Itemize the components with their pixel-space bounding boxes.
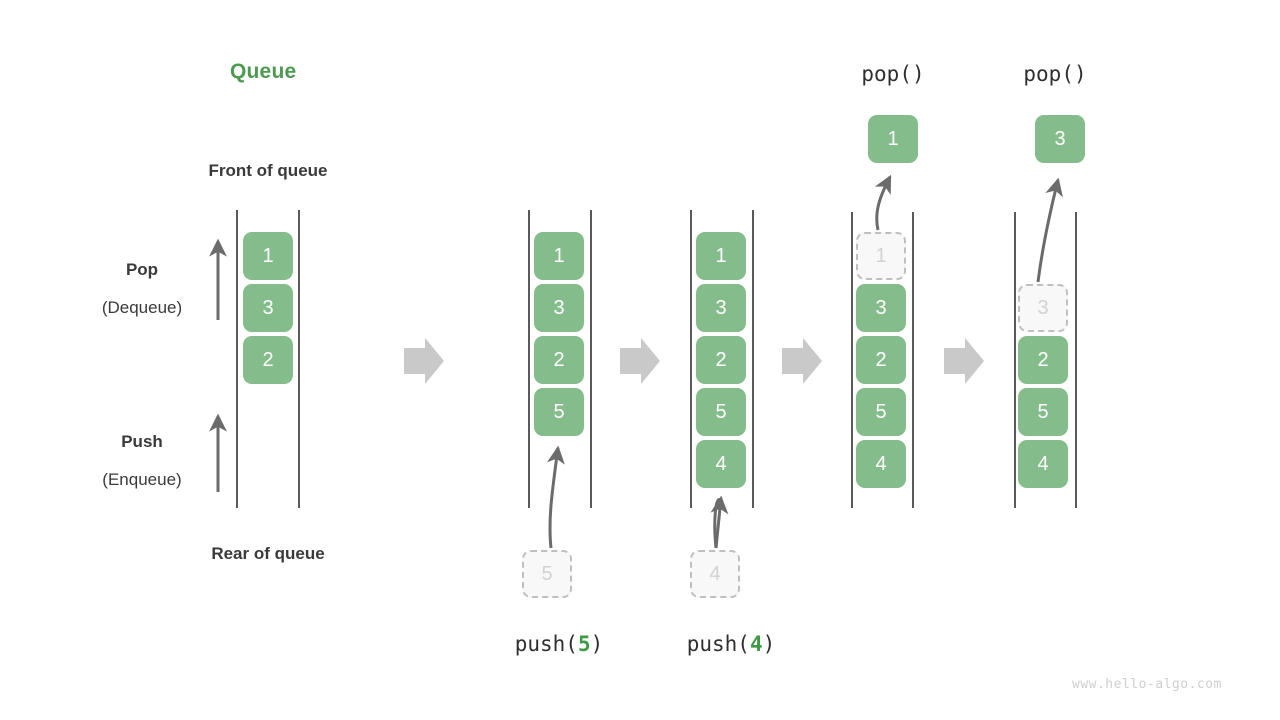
queue-cell: 2 xyxy=(534,336,584,384)
vacated-slot: 1 xyxy=(856,232,906,280)
watermark: www.hello-algo.com xyxy=(1072,677,1222,692)
operation-name: push( xyxy=(686,632,750,656)
operation-label-push4: push(4) xyxy=(651,632,811,656)
push5-insert-arrow xyxy=(546,445,565,549)
operation-argument: 5 xyxy=(577,632,591,656)
pop-sublabel: (Dequeue) xyxy=(101,298,183,317)
operation-close: ) xyxy=(762,632,776,656)
popped-element: 1 xyxy=(868,115,918,163)
queue-cell: 1 xyxy=(696,232,746,280)
transition-arrow xyxy=(620,338,660,384)
queue-cell: 3 xyxy=(696,284,746,332)
stage-push4-rail-right xyxy=(752,210,754,508)
stage-initial-rail-right xyxy=(298,210,300,508)
stage-pop1-rail-right xyxy=(912,212,914,508)
operation-close: ) xyxy=(590,632,604,656)
stage-push5-rail-right xyxy=(590,210,592,508)
stage-pop3-rail-left xyxy=(1014,212,1016,508)
queue-cell: 2 xyxy=(243,336,293,384)
push-label: Push xyxy=(121,432,163,451)
incoming-element: 4 xyxy=(690,550,740,598)
queue-cell: 2 xyxy=(1018,336,1068,384)
queue-cell: 5 xyxy=(534,388,584,436)
vacated-slot: 3 xyxy=(1018,284,1068,332)
diagram-title: Queue xyxy=(230,60,297,83)
operation-name: push( xyxy=(514,632,578,656)
incoming-element: 5 xyxy=(522,550,572,598)
queue-cell: 1 xyxy=(534,232,584,280)
pop3-remove-arrow xyxy=(1036,177,1063,283)
transition-arrow xyxy=(782,338,822,384)
stage-push4-rail-left xyxy=(690,210,692,508)
transition-arrow xyxy=(404,338,444,384)
queue-cell: 4 xyxy=(856,440,906,488)
queue-cell: 3 xyxy=(534,284,584,332)
push4-insert-arrow-stem xyxy=(710,495,729,549)
stage-initial-rail-left xyxy=(236,210,238,508)
rear-of-queue-label: Rear of queue xyxy=(211,544,325,563)
queue-cell: 1 xyxy=(243,232,293,280)
queue-cell: 5 xyxy=(1018,388,1068,436)
operation-label-pop1: pop() xyxy=(861,62,925,86)
queue-cell: 4 xyxy=(696,440,746,488)
popped-element: 3 xyxy=(1035,115,1085,163)
queue-cell: 4 xyxy=(1018,440,1068,488)
queue-cell: 2 xyxy=(696,336,746,384)
queue-cell: 3 xyxy=(856,284,906,332)
stage-push5-rail-left xyxy=(528,210,530,508)
queue-cell: 2 xyxy=(856,336,906,384)
transition-arrow xyxy=(944,338,984,384)
operation-label-push5: push(5) xyxy=(479,632,639,656)
pop-label: Pop xyxy=(125,260,159,279)
stage-pop1-rail-left xyxy=(851,212,853,508)
queue-cell: 5 xyxy=(856,388,906,436)
stage-pop3-rail-right xyxy=(1075,212,1077,508)
push-sublabel: (Enqueue) xyxy=(102,470,182,489)
front-of-queue-label: Front of queue xyxy=(208,161,328,180)
queue-cell: 5 xyxy=(696,388,746,436)
pop1-remove-arrow xyxy=(874,174,892,231)
operation-label-pop3: pop() xyxy=(1023,62,1087,86)
operation-argument: 4 xyxy=(749,632,763,656)
queue-cell: 3 xyxy=(243,284,293,332)
